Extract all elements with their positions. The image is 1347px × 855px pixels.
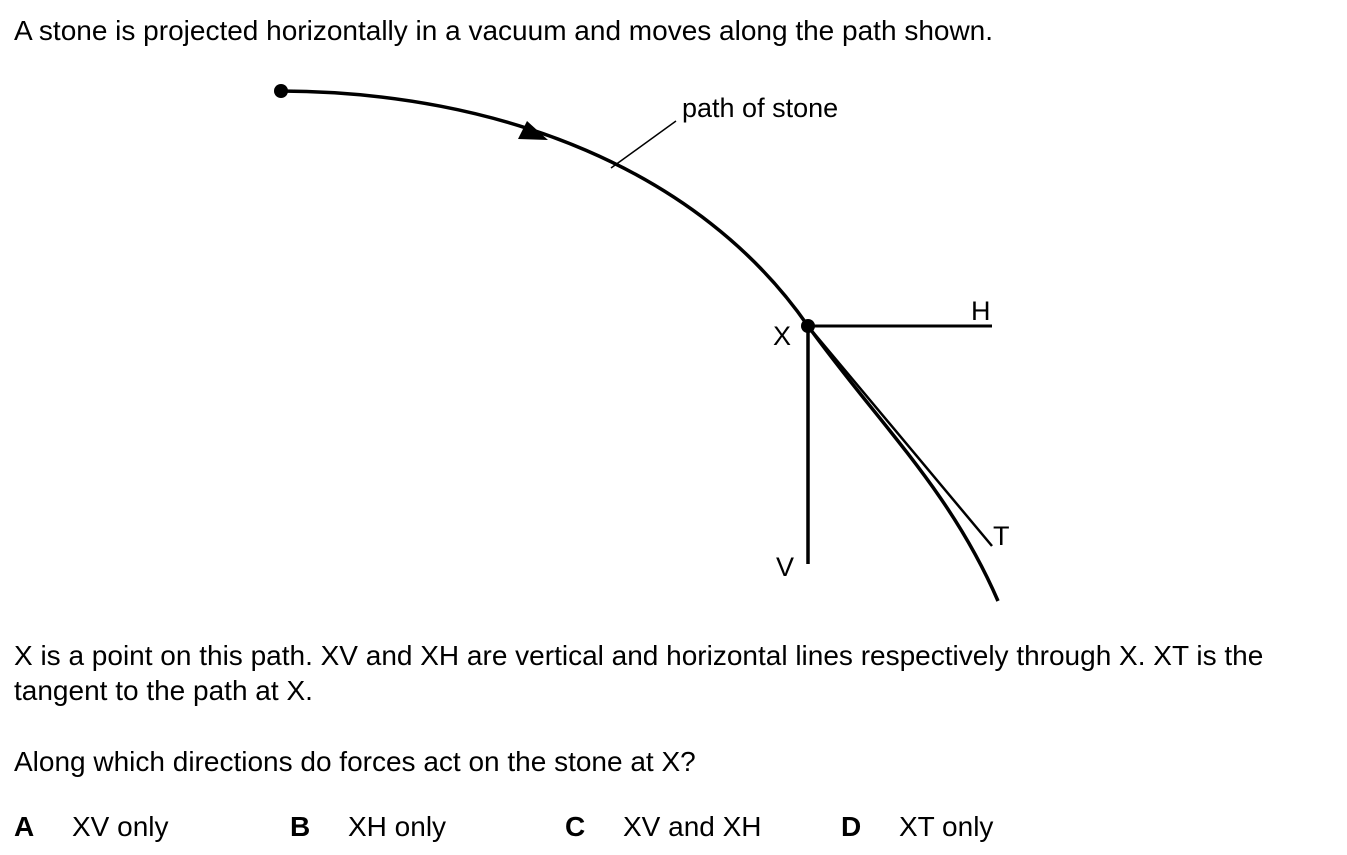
projectile-diagram: path of stone X H V T: [274, 84, 1010, 602]
line-xt: [807, 325, 993, 547]
label-x: X: [773, 321, 791, 351]
question-text: Along which directions do forces act on …: [14, 746, 696, 777]
option-letter: B: [290, 811, 311, 842]
label-t: T: [993, 521, 1010, 551]
option-letter: C: [565, 811, 586, 842]
option-letter: A: [14, 811, 35, 842]
description-text: X is a point on this path. XV and XH are…: [14, 640, 1264, 706]
label-h: H: [971, 296, 991, 326]
option-letter: D: [841, 811, 862, 842]
option-text: XT only: [899, 811, 994, 842]
path-label: path of stone: [682, 93, 838, 123]
stone-path: [280, 89, 1000, 602]
option-text: XV only: [72, 811, 169, 842]
label-v: V: [776, 552, 794, 582]
option-text: XV and XH: [623, 811, 762, 842]
intro-text: A stone is projected horizontally in a v…: [14, 15, 994, 46]
option-text: XH only: [348, 811, 447, 842]
point-x-dot: [801, 319, 815, 333]
start-point: [274, 84, 288, 98]
path-label-leader: [610, 120, 677, 169]
direction-arrow: [518, 121, 548, 140]
